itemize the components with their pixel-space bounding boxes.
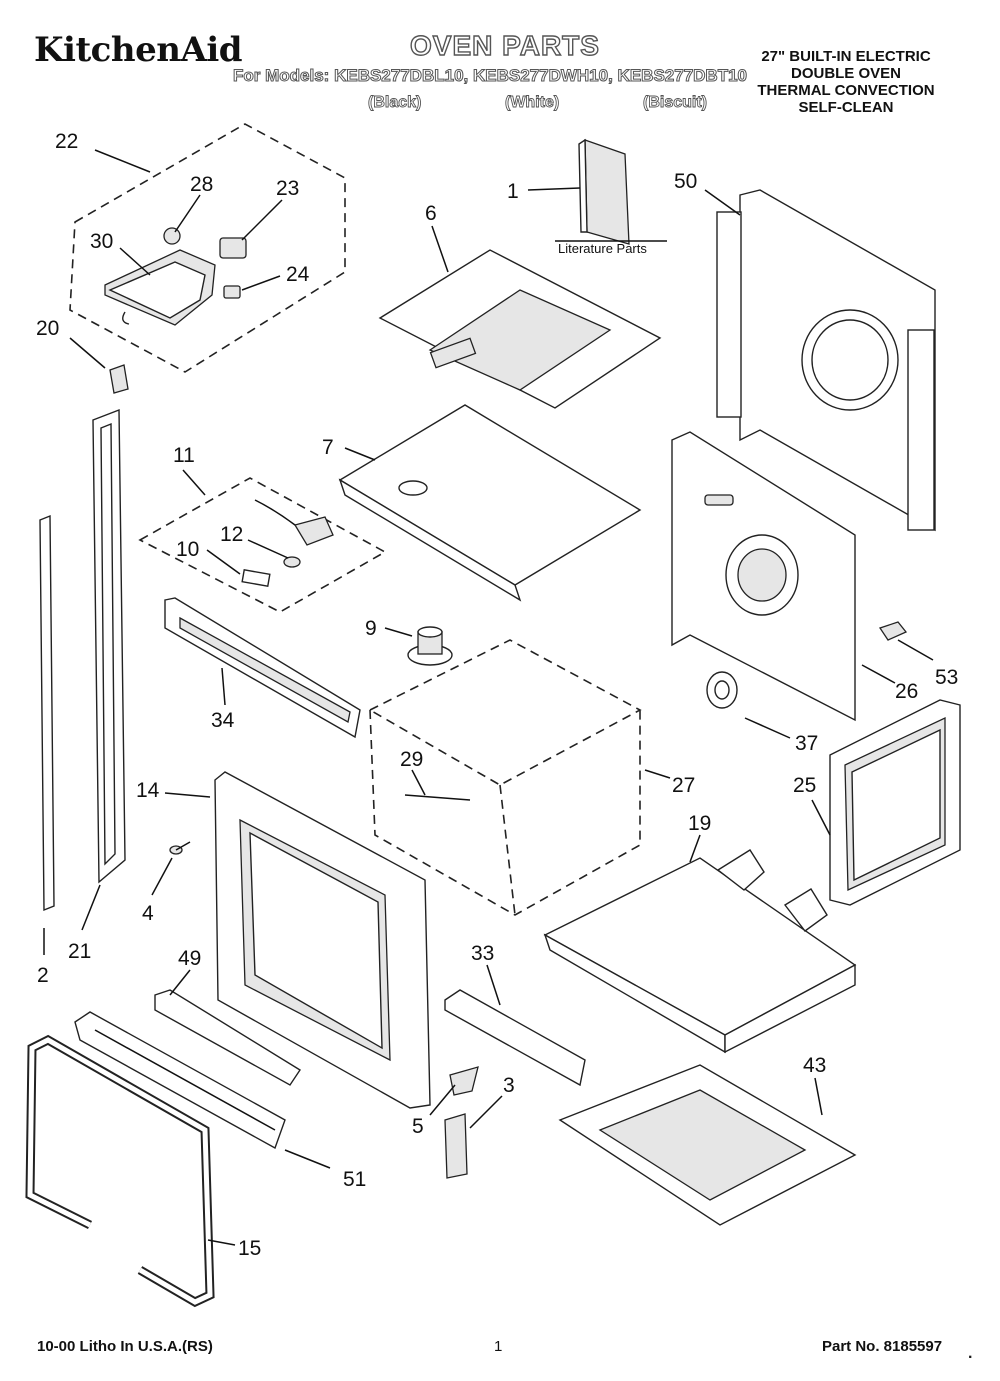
part-bracket bbox=[878, 621, 908, 641]
part-door-trim bbox=[74, 1011, 286, 1150]
callout-50: 50 bbox=[674, 170, 697, 193]
callout-43: 43 bbox=[803, 1054, 826, 1077]
callout-6: 6 bbox=[425, 202, 437, 225]
callout-29: 29 bbox=[400, 748, 423, 771]
callout-33: 33 bbox=[471, 942, 494, 965]
callout-5: 5 bbox=[412, 1115, 424, 1138]
page-title: OVEN PARTS bbox=[409, 29, 600, 61]
part-side-panel bbox=[92, 408, 126, 884]
part-literature bbox=[555, 138, 667, 245]
callout-49: 49 bbox=[178, 947, 201, 970]
model-color: (Biscuit) bbox=[643, 94, 708, 112]
part-door-gasket bbox=[25, 1034, 215, 1308]
part-screw bbox=[169, 841, 191, 855]
part-number: Part No. 8185597 bbox=[822, 1338, 943, 1355]
models-line: For Models: KEBS277DBL10, KEBS277DWH10, … bbox=[232, 66, 747, 86]
callout-30: 30 bbox=[90, 230, 113, 253]
model-color: (White) bbox=[505, 94, 560, 112]
callout-10: 10 bbox=[176, 538, 199, 561]
litho-note: 10-00 Litho In U.S.A.(RS) bbox=[37, 1338, 213, 1355]
part-door-frame bbox=[214, 771, 431, 1109]
part-front-frame bbox=[829, 699, 961, 906]
callout-4: 4 bbox=[142, 902, 154, 925]
callout-1: 1 bbox=[507, 180, 519, 203]
spec-line: 27" BUILT-IN ELECTRIC bbox=[761, 48, 931, 65]
callout-14: 14 bbox=[136, 779, 160, 802]
callout-28: 28 bbox=[190, 173, 213, 196]
spec-line: SELF-CLEAN bbox=[798, 99, 894, 116]
callout-22: 22 bbox=[55, 130, 78, 153]
part-convection-back bbox=[671, 431, 856, 722]
part-oven-cavity bbox=[368, 639, 642, 916]
leader-lines bbox=[43, 149, 934, 1246]
callout-3: 3 bbox=[503, 1074, 515, 1097]
part-rear-panel bbox=[716, 189, 936, 532]
spec-line: THERMAL CONVECTION bbox=[757, 82, 935, 99]
callout-21: 21 bbox=[68, 940, 91, 963]
part-hinge-bracket bbox=[444, 1113, 468, 1179]
callout-2: 2 bbox=[37, 964, 49, 987]
callout-15: 15 bbox=[238, 1237, 261, 1260]
part-clip bbox=[109, 364, 129, 394]
callout-34: 34 bbox=[211, 709, 235, 732]
spec-line: DOUBLE OVEN bbox=[790, 65, 901, 82]
model-number: KEBS277DBL10, bbox=[334, 66, 469, 86]
callout-19: 19 bbox=[688, 812, 711, 835]
part-top-shield bbox=[378, 249, 662, 409]
callout-53: 53 bbox=[935, 666, 958, 689]
footer-dot: . bbox=[968, 1345, 973, 1362]
part-fan-gasket bbox=[706, 671, 738, 709]
brand-logo: KitchenAid bbox=[34, 30, 243, 70]
part-base-tray bbox=[558, 1064, 857, 1226]
part-oven-top bbox=[338, 404, 642, 602]
part-bottom-panel bbox=[543, 849, 857, 1054]
part-sill bbox=[154, 989, 301, 1086]
part-light-assembly bbox=[138, 477, 387, 613]
literature-label: Literature Parts bbox=[558, 241, 647, 256]
callout-37: 37 bbox=[795, 732, 818, 755]
model-number: KEBS277DWH10, bbox=[472, 66, 613, 86]
callout-26: 26 bbox=[895, 680, 918, 703]
models-prefix: For Models: bbox=[232, 66, 330, 86]
callout-23: 23 bbox=[276, 177, 299, 200]
callout-51: 51 bbox=[343, 1168, 366, 1191]
callout-labels: 22 28 23 30 24 20 1 Literature Parts 6 5… bbox=[36, 130, 958, 1260]
callout-7: 7 bbox=[322, 436, 334, 459]
part-hinge-bracket bbox=[449, 1066, 479, 1096]
model-color: (Black) bbox=[368, 94, 422, 112]
callout-12: 12 bbox=[220, 523, 243, 546]
product-spec: 27" BUILT-IN ELECTRIC DOUBLE OVEN THERMA… bbox=[736, 48, 956, 116]
part-control-assembly bbox=[69, 123, 346, 373]
page-number: 1 bbox=[494, 1338, 503, 1355]
callout-24: 24 bbox=[286, 263, 310, 286]
part-side-trim bbox=[39, 514, 55, 912]
part-lower-rail bbox=[444, 989, 586, 1087]
model-number: KEBS277DBT10 bbox=[617, 66, 747, 86]
callout-20: 20 bbox=[36, 317, 59, 340]
callout-25: 25 bbox=[793, 774, 816, 797]
callout-9: 9 bbox=[365, 617, 377, 640]
part-vent-strip bbox=[164, 597, 361, 739]
callout-27: 27 bbox=[672, 774, 695, 797]
part-thermostat bbox=[407, 626, 453, 666]
callout-11: 11 bbox=[173, 444, 195, 467]
